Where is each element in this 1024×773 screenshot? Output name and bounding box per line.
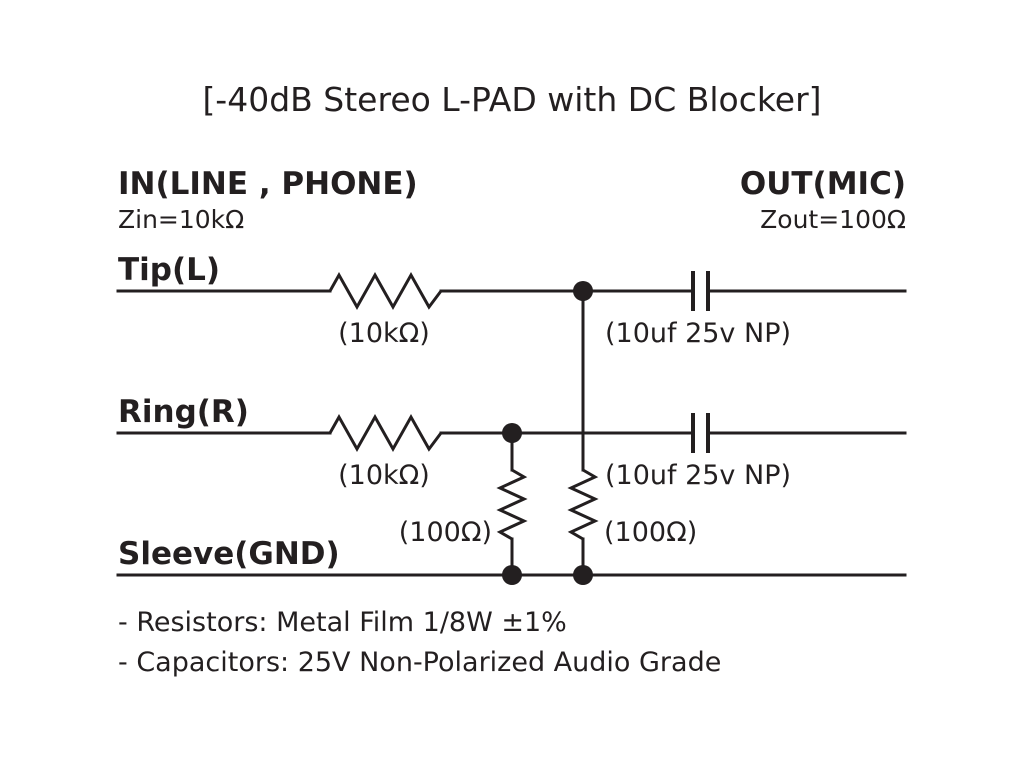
input-heading: IN(LINE , PHONE) [118, 166, 418, 202]
tip-shunt-resistor-label: (100Ω) [604, 517, 697, 548]
tip-junction-node [573, 281, 593, 301]
note-capacitors: - Capacitors: 25V Non-Polarized Audio Gr… [118, 647, 721, 678]
diagram-title: [-40dB Stereo L-PAD with DC Blocker] [202, 80, 821, 119]
ring-junction-node [502, 423, 522, 443]
output-heading: OUT(MIC) [740, 166, 906, 202]
tip-line-label: Tip(L) [118, 252, 220, 288]
sleeve-junction-node-left [502, 565, 522, 585]
ring-line-label: Ring(R) [118, 394, 249, 430]
input-impedance: Zin=10kΩ [118, 205, 244, 234]
ring-shunt-resistor-symbol [496, 468, 528, 541]
sleeve-line-label: Sleeve(GND) [118, 536, 340, 572]
ring-series-resistor-label: (10kΩ) [338, 460, 430, 491]
tip-shunt-resistor-symbol [567, 468, 599, 541]
ring-shunt-resistor-label: (100Ω) [399, 517, 492, 548]
tip-series-resistor-label: (10kΩ) [338, 318, 430, 349]
tip-capacitor-label: (10uf 25v NP) [605, 318, 791, 349]
output-impedance: Zout=100Ω [760, 205, 906, 234]
note-resistors: - Resistors: Metal Film 1/8W ±1% [118, 607, 567, 638]
ring-series-resistor-symbol [328, 413, 443, 453]
tip-series-resistor-symbol [328, 271, 443, 311]
sleeve-junction-node-right [573, 565, 593, 585]
ring-capacitor-label: (10uf 25v NP) [605, 460, 791, 491]
